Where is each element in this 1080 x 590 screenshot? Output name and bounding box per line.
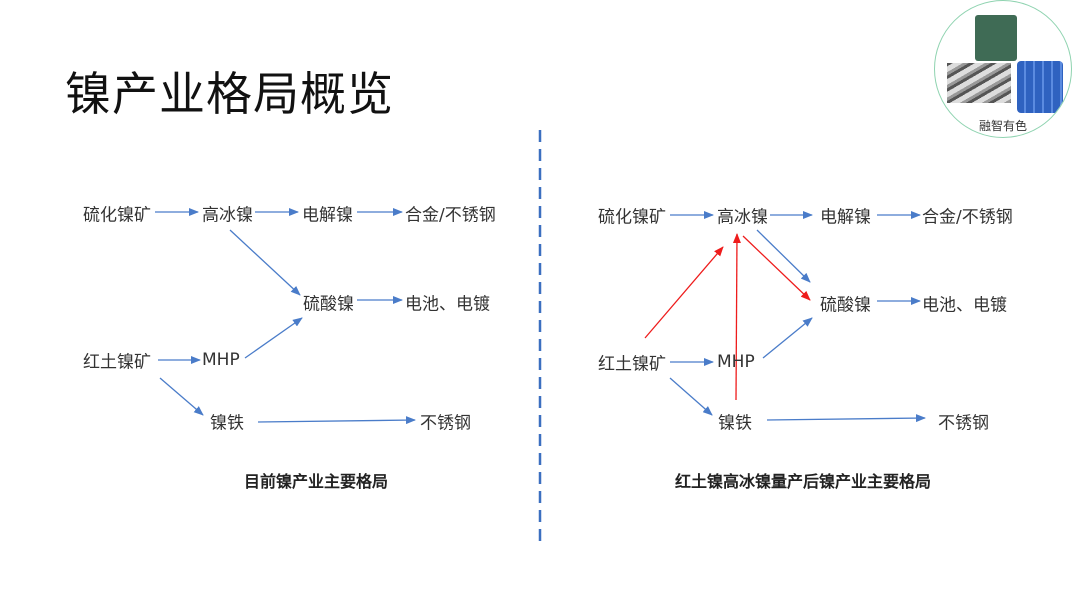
node-electrolytic-nickel: 电解镍 bbox=[302, 205, 353, 226]
left-arrows bbox=[155, 208, 416, 425]
new-route-arrows bbox=[644, 233, 811, 401]
node-stainless-steel: 不锈钢 bbox=[420, 413, 471, 434]
node-electrolytic-nickel: 电解镍 bbox=[820, 207, 871, 228]
steel-pipes-image bbox=[947, 63, 1011, 103]
node-sulfide-ore: 硫化镍矿 bbox=[598, 207, 666, 228]
node-laterite-ore: 红土镍矿 bbox=[83, 352, 151, 373]
node-sulfide-ore: 硫化镍矿 bbox=[83, 205, 151, 226]
battery-cells-image bbox=[1017, 61, 1063, 113]
node-mhp: MHP bbox=[202, 350, 240, 370]
node-nickel-sulfate: 硫酸镍 bbox=[303, 294, 354, 315]
node-nickel-iron: 镍铁 bbox=[210, 413, 244, 434]
node-alloy-stainless: 合金/不锈钢 bbox=[405, 205, 496, 226]
right-caption: 红土镍高冰镍量产后镍产业主要格局 bbox=[674, 472, 932, 491]
slide-title: 镍产业格局概览 bbox=[65, 67, 394, 121]
node-nickel-matte: 高冰镍 bbox=[717, 207, 768, 228]
node-alloy-stainless: 合金/不锈钢 bbox=[922, 207, 1013, 228]
node-battery-plating: 电池、电镀 bbox=[922, 295, 1007, 316]
node-nickel-matte: 高冰镍 bbox=[202, 205, 253, 226]
node-stainless-steel: 不锈钢 bbox=[938, 413, 989, 434]
node-battery-plating: 电池、电镀 bbox=[405, 294, 490, 315]
right-arrows bbox=[669, 211, 926, 423]
node-nickel-sulfate: 硫酸镍 bbox=[820, 295, 871, 316]
logo-text: 融智有色 bbox=[978, 119, 1027, 133]
left-caption: 目前镍产业主要格局 bbox=[243, 472, 389, 491]
logo: 融智有色 bbox=[934, 0, 1072, 138]
node-mhp: MHP bbox=[717, 352, 755, 372]
bronze-ding-image bbox=[975, 15, 1017, 61]
node-nickel-iron: 镍铁 bbox=[718, 413, 752, 434]
node-laterite-ore: 红土镍矿 bbox=[598, 354, 666, 375]
